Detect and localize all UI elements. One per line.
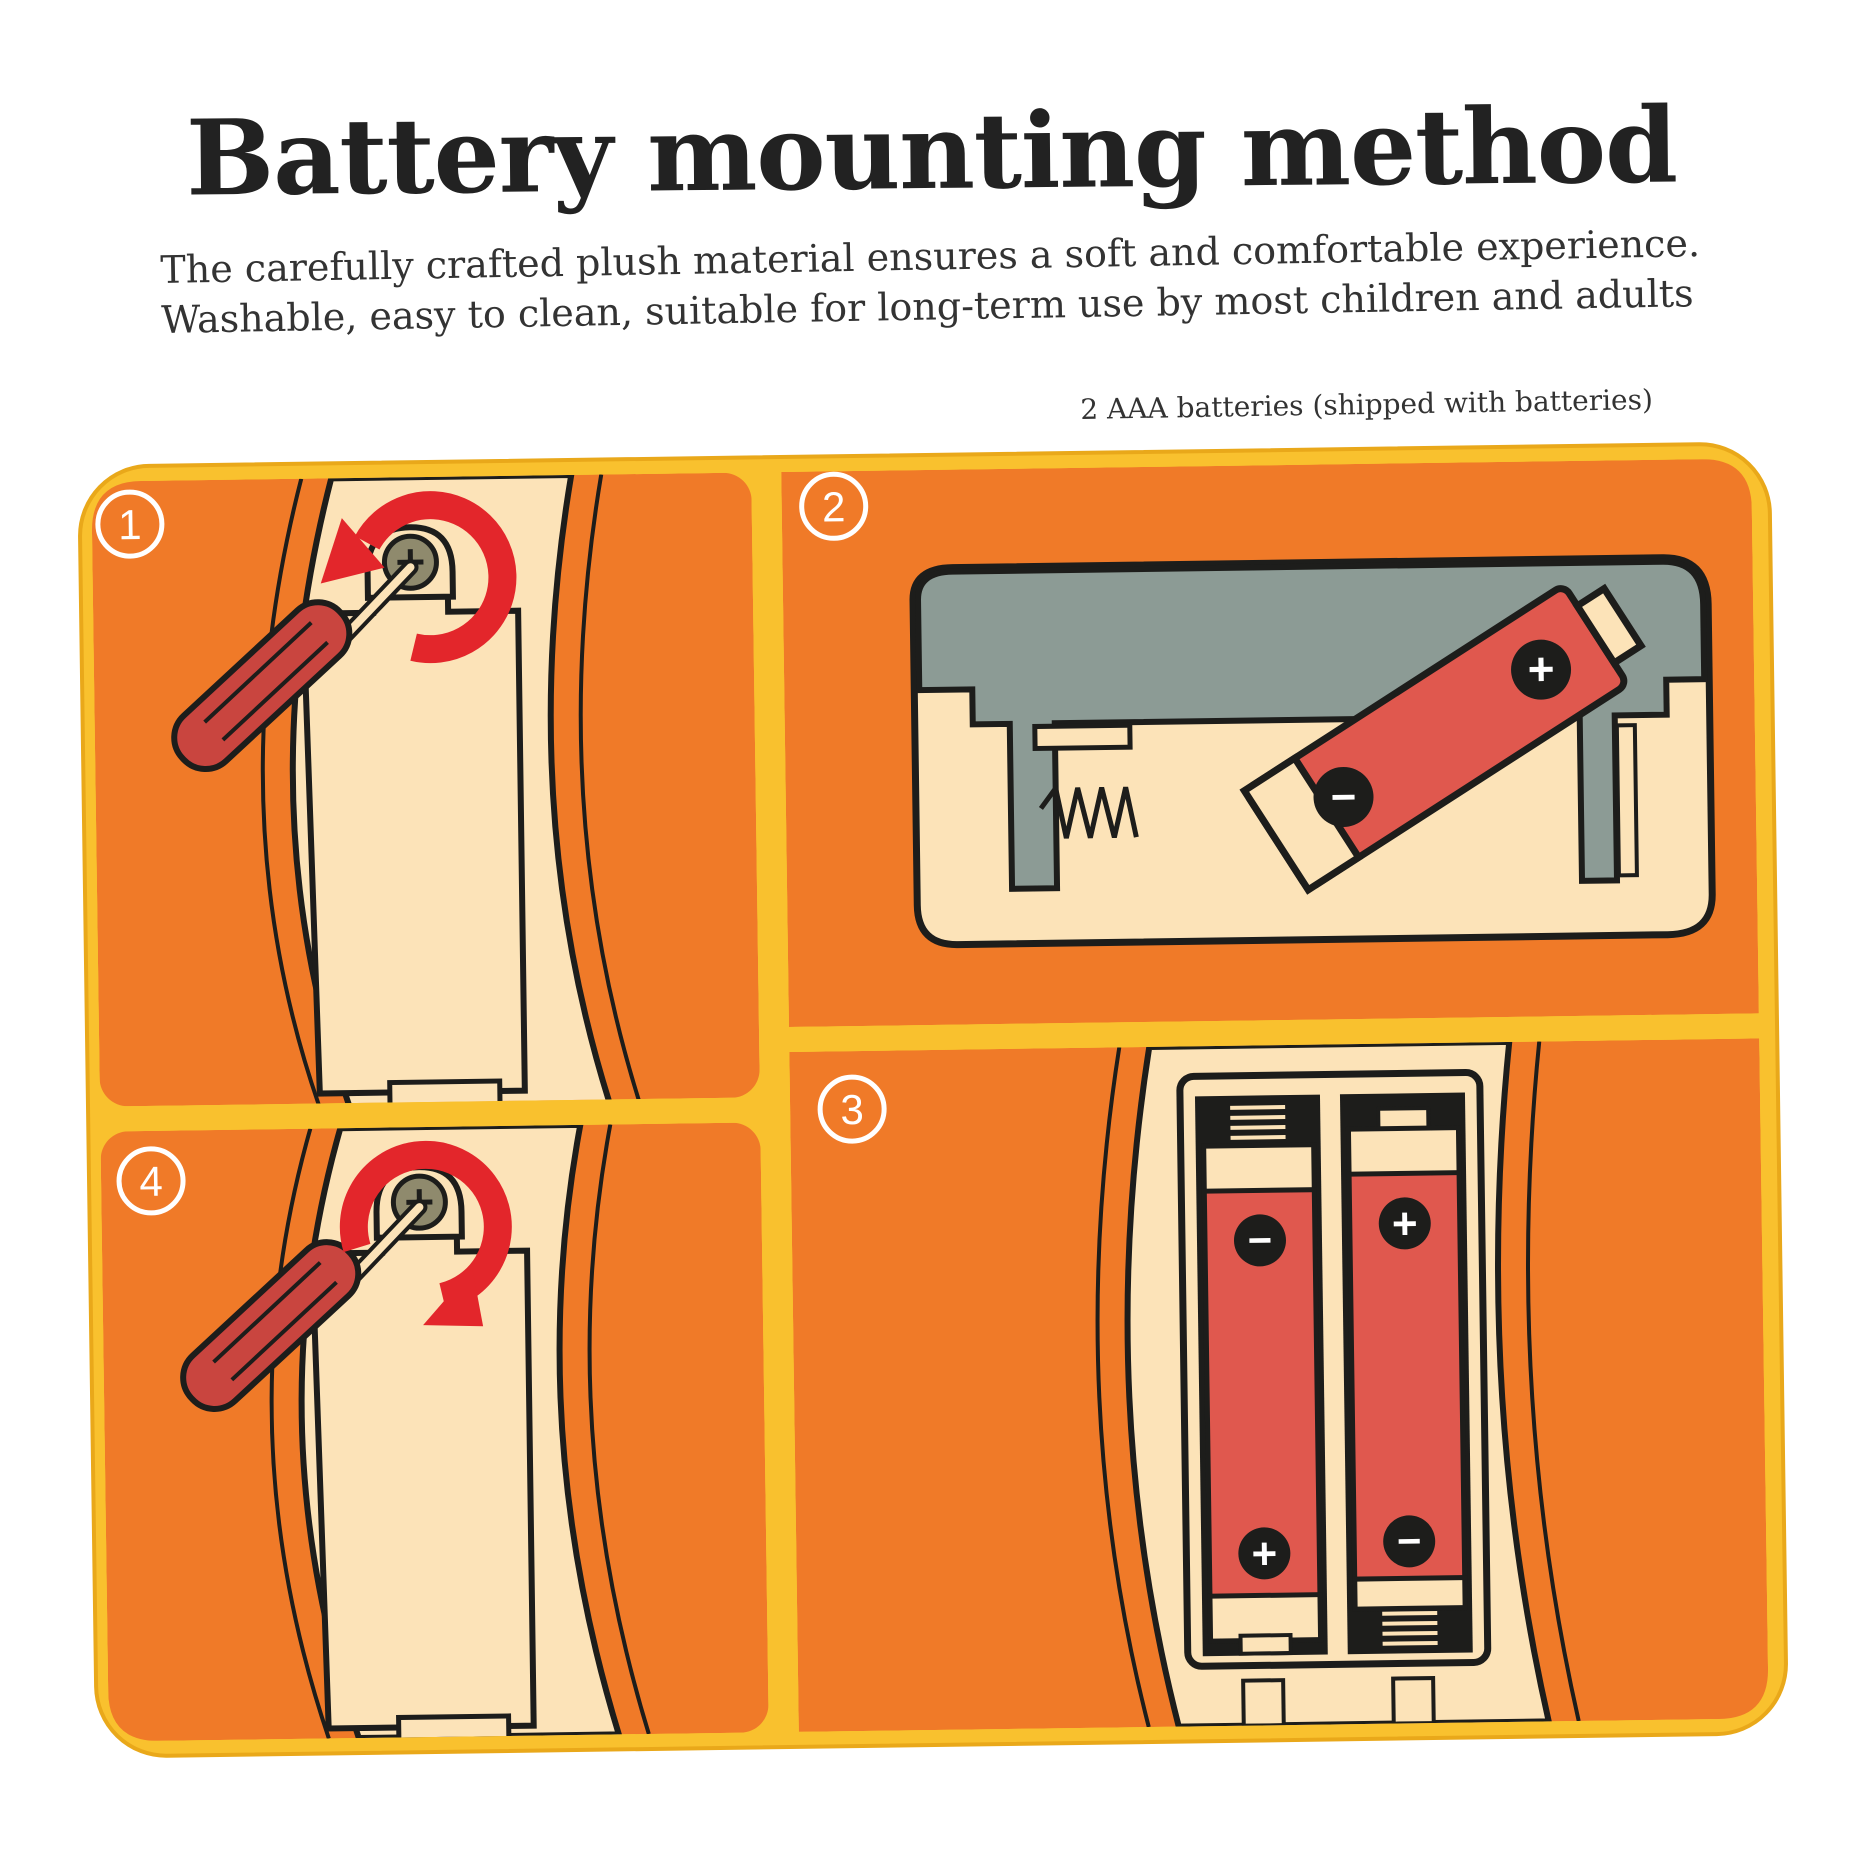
svg-text:−: − [1397,1517,1422,1564]
svg-text:+: + [1392,1199,1418,1248]
panel-4: 4 [100,1122,769,1742]
svg-text:−: − [1330,773,1356,822]
diagram-group: 1 − [78,442,1788,1758]
panel-2-battery-icon: − + [1239,583,1646,895]
step-1-number: 1 [118,501,142,548]
step-3-number: 3 [840,1086,864,1133]
panel-2-battery-plus [1511,639,1572,700]
svg-text:+: + [1251,1529,1277,1578]
panel-1: 1 [91,472,760,1107]
step-2-badge [799,471,869,541]
panel-4-screwdriver-icon [180,1199,428,1412]
svg-text:−: − [1247,1216,1272,1263]
panel-2-battery-minus [1313,766,1374,827]
panel-2: − + 2 [781,458,1759,1027]
step-1-badge [95,489,165,559]
svg-text:+: + [1527,642,1555,694]
panel-3-springs [1230,1105,1438,1646]
panel-4-rotate-arrow-icon [339,1140,512,1327]
panel-1-rotate-arrow-icon [320,491,517,664]
step-4-number: 4 [139,1158,163,1205]
panel-3-battery-left-icon: − + [1201,1142,1324,1656]
step-3-badge [817,1074,887,1144]
panel-3-battery-right-icon: + − [1345,1106,1468,1612]
step-4-badge [116,1146,186,1216]
panel-2-spring-icon [1038,782,1139,839]
step-2-number: 2 [822,483,846,530]
panel-1-screwdriver-icon [171,559,419,773]
panel-3: − + + − 3 [789,1038,1769,1732]
